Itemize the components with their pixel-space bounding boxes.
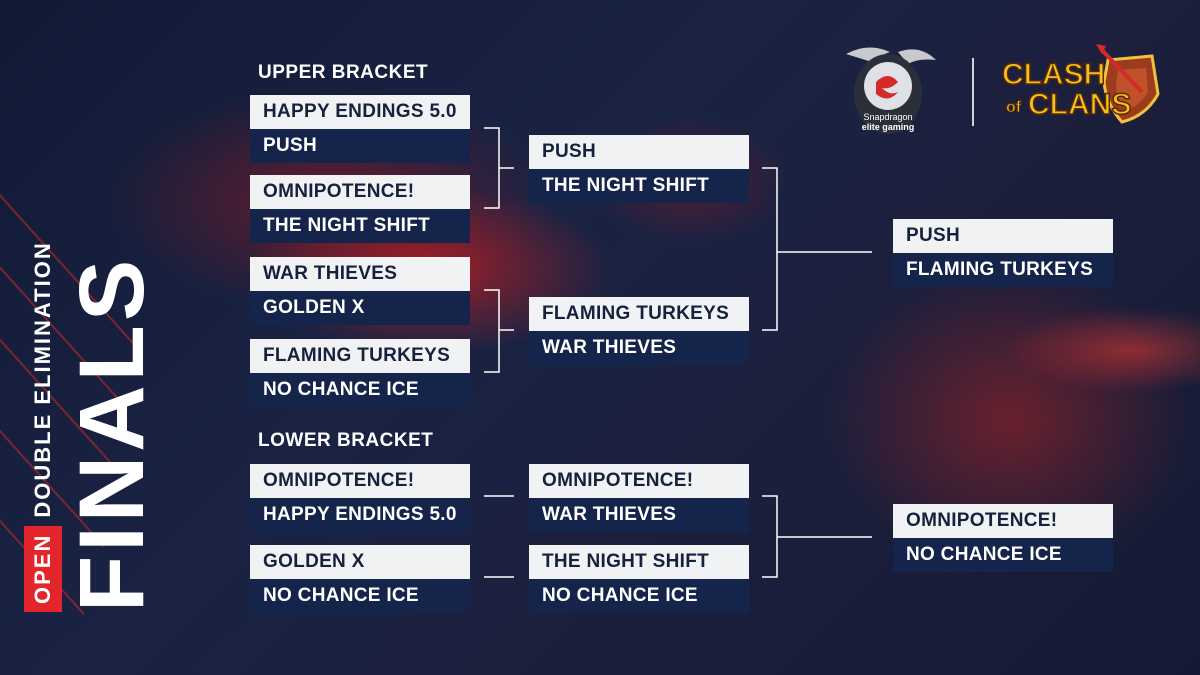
team-bottom: WAR THIEVES (529, 498, 749, 532)
team-top: PUSH (893, 219, 1113, 253)
lower-r1-match-1: OMNIPOTENCE! HAPPY ENDINGS 5.0 (250, 464, 470, 532)
clash-logo-line1: CLASH (1002, 58, 1105, 91)
upper-r1-match-2: OMNIPOTENCE! THE NIGHT SHIFT (250, 175, 470, 243)
clash-of-clans-logo-icon: CLASH of CLANS (1001, 44, 1160, 124)
connector-upper-r1a (484, 127, 514, 209)
snapdragon-logo-text: Snapdragon (863, 112, 912, 122)
team-top: OMNIPOTENCE! (529, 464, 749, 498)
team-bottom: GOLDEN X (250, 291, 470, 325)
team-top: GOLDEN X (250, 545, 470, 579)
team-top: HAPPY ENDINGS 5.0 (250, 95, 470, 129)
team-bottom: NO CHANCE ICE (250, 373, 470, 407)
lower-r2-match-1: OMNIPOTENCE! WAR THIEVES (529, 464, 749, 532)
upper-final-match: PUSH FLAMING TURKEYS (893, 219, 1113, 287)
connector-lower-r2 (762, 495, 872, 578)
logo-divider (972, 58, 974, 126)
team-bottom: HAPPY ENDINGS 5.0 (250, 498, 470, 532)
connector-upper-r2 (762, 167, 872, 331)
team-top: FLAMING TURKEYS (529, 297, 749, 331)
team-top: THE NIGHT SHIFT (529, 545, 749, 579)
team-bottom: NO CHANCE ICE (893, 538, 1113, 572)
team-top: OMNIPOTENCE! (250, 175, 470, 209)
snapdragon-logo-icon: Snapdragon elite gaming (846, 47, 936, 134)
lower-r1-match-2: GOLDEN X NO CHANCE ICE (250, 545, 470, 613)
upper-r2-match-1: PUSH THE NIGHT SHIFT (529, 135, 749, 203)
team-bottom: FLAMING TURKEYS (893, 253, 1113, 287)
snapdragon-logo-subtext: elite gaming (862, 122, 915, 132)
team-bottom: PUSH (250, 129, 470, 163)
team-bottom: THE NIGHT SHIFT (529, 169, 749, 203)
connector-upper-r1b (484, 289, 514, 373)
upper-r2-match-2: FLAMING TURKEYS WAR THIEVES (529, 297, 749, 365)
upper-r1-match-1: HAPPY ENDINGS 5.0 PUSH (250, 95, 470, 163)
team-top: WAR THIEVES (250, 257, 470, 291)
upper-r1-match-3: WAR THIEVES GOLDEN X (250, 257, 470, 325)
team-top: OMNIPOTENCE! (893, 504, 1113, 538)
team-bottom: THE NIGHT SHIFT (250, 209, 470, 243)
team-top: OMNIPOTENCE! (250, 464, 470, 498)
team-top: FLAMING TURKEYS (250, 339, 470, 373)
lower-bracket-label: LOWER BRACKET (258, 430, 434, 451)
team-bottom: NO CHANCE ICE (250, 579, 470, 613)
lower-final-match: OMNIPOTENCE! NO CHANCE ICE (893, 504, 1113, 572)
clash-logo-line3: CLANS (1028, 88, 1131, 121)
sponsor-logos: Snapdragon elite gaming (838, 42, 1168, 142)
lower-r2-match-2: THE NIGHT SHIFT NO CHANCE ICE (529, 545, 749, 613)
clash-logo-line2: of (1006, 99, 1022, 116)
team-bottom: NO CHANCE ICE (529, 579, 749, 613)
upper-bracket-label: UPPER BRACKET (258, 62, 429, 83)
upper-r1-match-4: FLAMING TURKEYS NO CHANCE ICE (250, 339, 470, 407)
team-bottom: WAR THIEVES (529, 331, 749, 365)
team-top: PUSH (529, 135, 749, 169)
